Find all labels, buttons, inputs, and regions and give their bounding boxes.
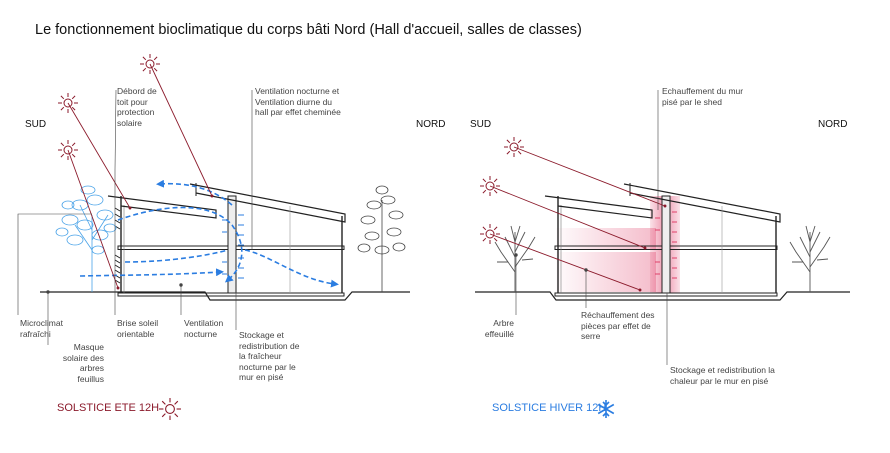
legend-winter: SOLSTICE HIVER 12H (492, 402, 607, 414)
summer-section (17, 53, 410, 345)
label-echauffement: Echauffement du mur pisé par le shed (662, 86, 744, 107)
label-debord: Débord de toit pour protection solaire (117, 86, 157, 128)
winter-nord-label: NORD (818, 119, 848, 130)
north-tree (357, 185, 406, 292)
label-arbre: Arbre effeuillé (484, 318, 514, 339)
sun-icon (158, 397, 182, 421)
label-brise: Brise soleil orientable (117, 318, 159, 339)
snowflake-icon (597, 400, 615, 418)
label-microclimat: Microclimat rafraîchi (20, 318, 63, 339)
summer-sud-label: SUD (25, 119, 47, 130)
winter-sud-label: SUD (470, 119, 492, 130)
leafy-tree (55, 185, 117, 292)
legend-summer: SOLSTICE ETE 12H (57, 402, 160, 414)
summer-nord-label: NORD (416, 119, 446, 130)
page-title: Le fonctionnement bioclimatique du corps… (35, 22, 582, 38)
label-rechauffement: Réchauffement des pièces par effet de se… (581, 310, 655, 341)
label-masque: Masque solaire des arbres feuillus (62, 342, 104, 384)
label-ventilation-top: Ventilation nocturne et Ventilation diur… (255, 86, 341, 117)
label-stockage-summer: Stockage et redistribution de la fraîche… (239, 330, 300, 382)
label-ventilation-bottom: Ventilation nocturne (184, 318, 224, 339)
winter-section (475, 90, 850, 365)
label-stockage-winter: Stockage et redistribution la chaleur pa… (670, 365, 775, 386)
